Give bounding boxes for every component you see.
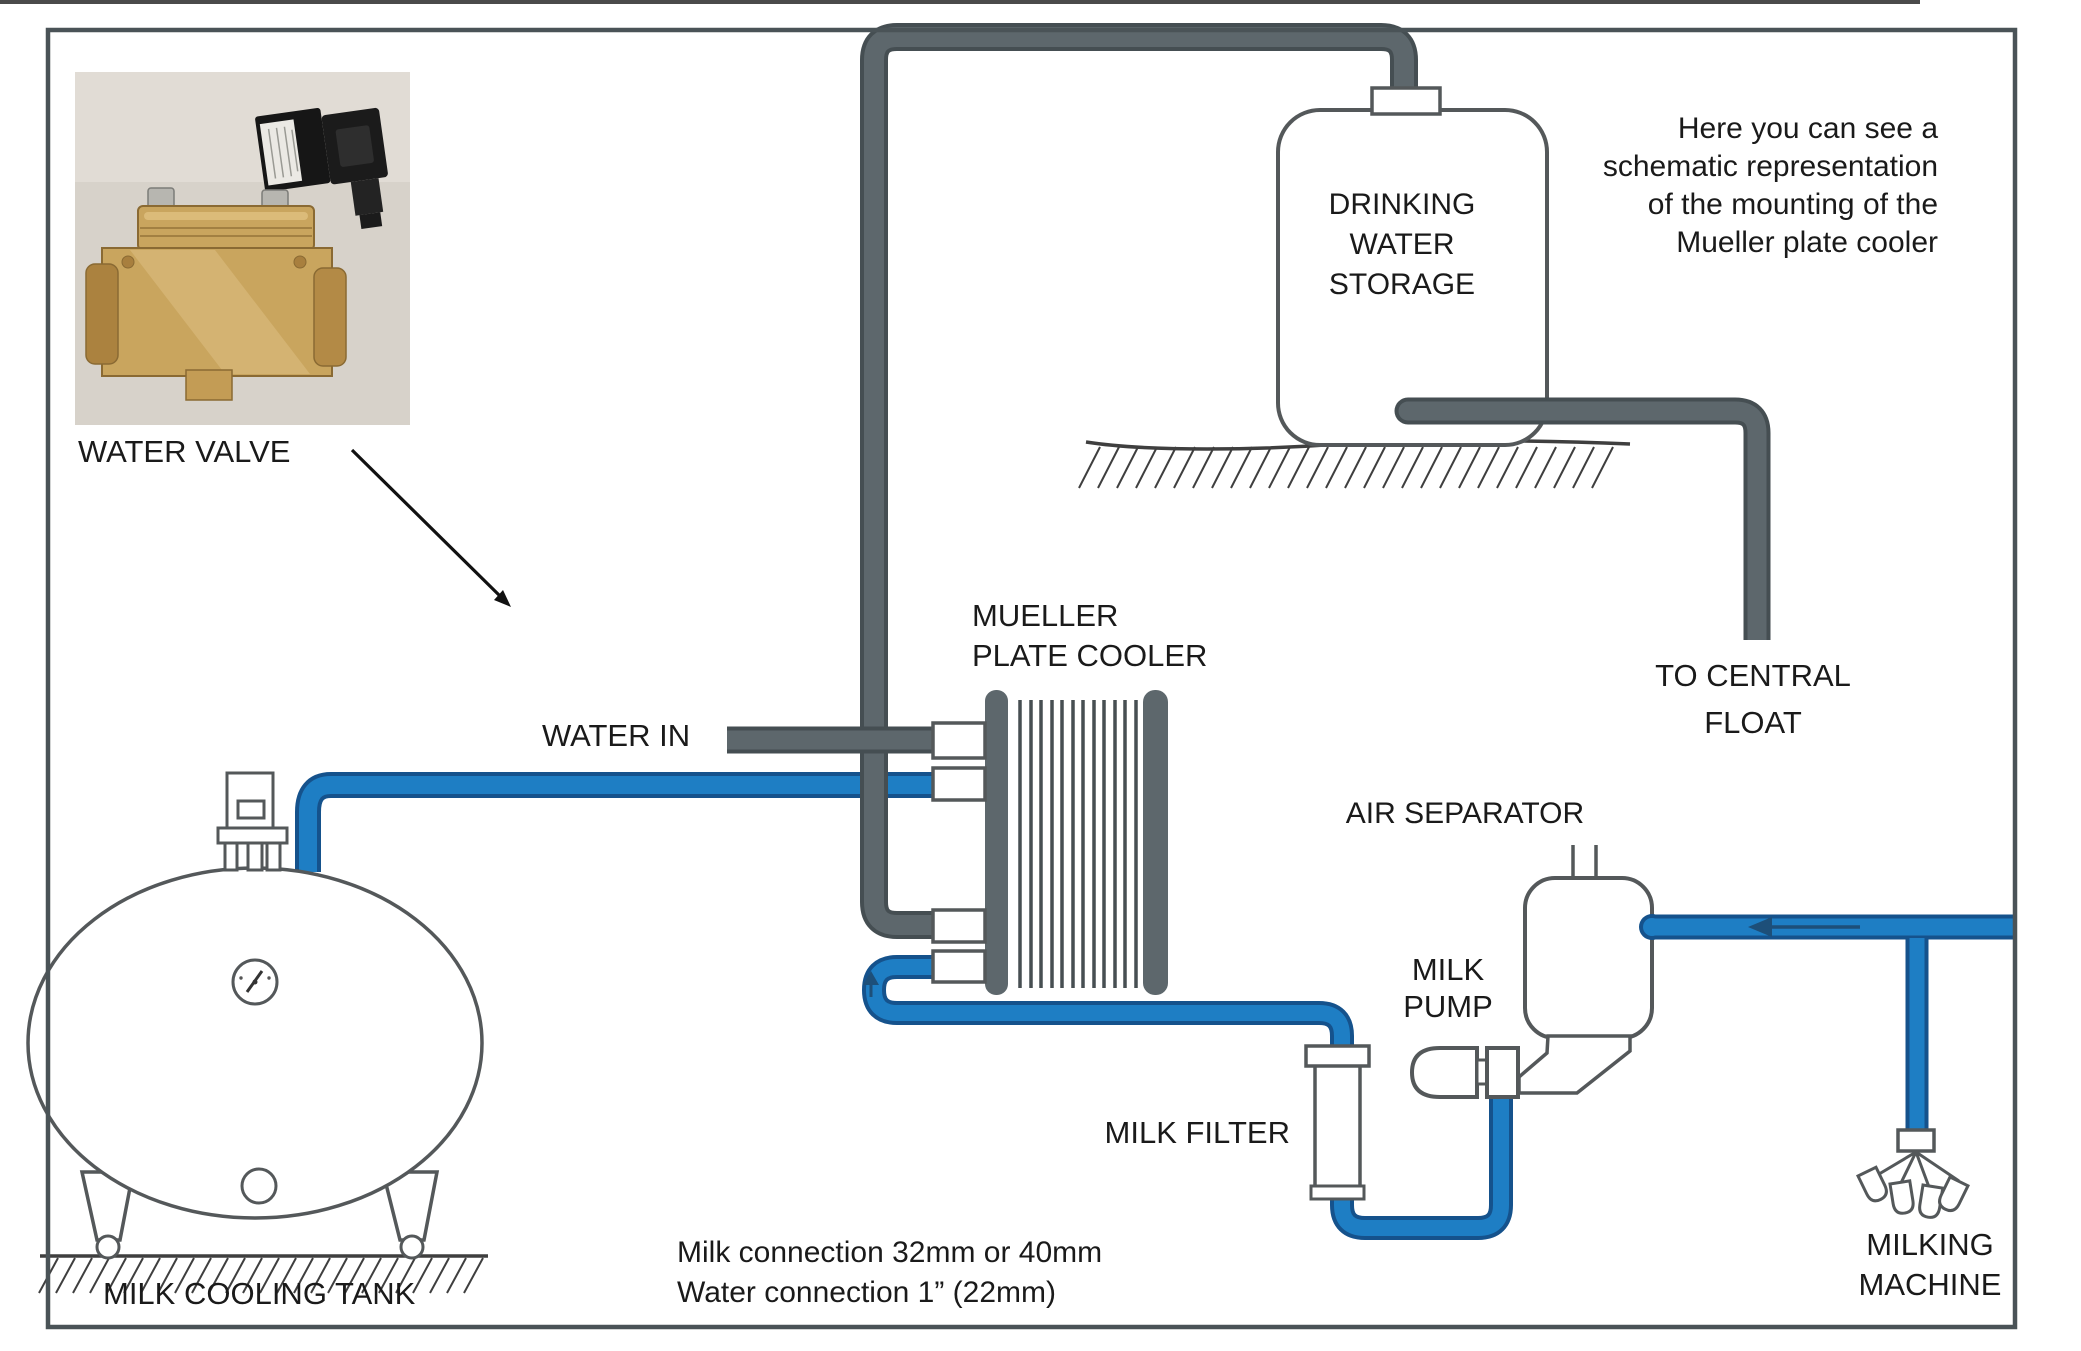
separator-elbow <box>1517 1034 1632 1095</box>
cooler-line: PLATE COOLER <box>972 638 1208 673</box>
water-pipe-to-float <box>1394 397 1771 640</box>
air-separator-label: AIR SEPARATOR <box>1345 797 1585 830</box>
tank-gauge <box>231 958 279 1006</box>
water-valve-label: WATER VALVE <box>78 434 291 469</box>
tank-line: WATER <box>1349 228 1455 261</box>
note-line: Milk connection 32mm or 40mm <box>677 1236 1103 1269</box>
plate-cooler <box>931 690 1168 995</box>
cooler-plates <box>1018 700 1138 988</box>
float-line: FLOAT <box>1704 705 1802 740</box>
milk-cooling-tank-label: MILK COOLING TANK <box>103 1276 416 1311</box>
cooler-line: MUELLER <box>972 598 1119 633</box>
intro-line: schematic representation <box>1602 150 1938 183</box>
tank-line: DRINKING <box>1328 188 1476 221</box>
note-line: Water connection 1” (22mm) <box>677 1276 1057 1309</box>
milk-pipe-pump-filter <box>1330 1090 1513 1240</box>
milking-machine <box>1855 938 1970 1219</box>
pointer-arrow <box>350 448 511 607</box>
intro-text: Here you can see a schematic representat… <box>1603 110 1938 262</box>
claw <box>1896 1128 1936 1153</box>
water-valve-photo <box>75 72 410 425</box>
ground-drinking-tank <box>1078 438 1631 489</box>
tank-line: STORAGE <box>1328 268 1476 301</box>
milk-pipe-tank-line <box>295 772 940 872</box>
plate-cooler-label: MUELLER PLATE COOLER <box>972 596 1207 676</box>
cooler-ports <box>931 721 987 984</box>
milk-filter-label: MILK FILTER <box>1104 1115 1290 1150</box>
diagram-frame <box>45 27 2018 1330</box>
water-in-label: WATER IN <box>542 718 691 753</box>
milk-cooling-tank <box>26 771 940 1260</box>
milk-pump <box>1409 1046 1520 1099</box>
milk-flow-arrow <box>1748 917 1860 937</box>
pump-line: MILK <box>1411 952 1485 987</box>
intro-line: of the mounting of the <box>1647 188 1938 221</box>
connection-notes: Milk connection 32mm or 40mm Water conne… <box>677 1233 1102 1313</box>
intro-line: Here you can see a <box>1677 112 1938 145</box>
milking-line: MACHINE <box>1858 1267 2002 1302</box>
brass-valve-body <box>85 187 347 401</box>
water-pipe-main <box>860 23 1418 939</box>
milk-flow-arrow-up <box>863 971 879 997</box>
to-central-float-label: TO CENTRAL FLOAT <box>1628 652 1878 746</box>
drinking-tank-label: DRINKING WATER STORAGE <box>1267 185 1537 305</box>
scan-artifact-line <box>0 0 1920 4</box>
intro-line: Mueller plate cooler <box>1676 226 1938 259</box>
solenoid-coil <box>255 107 388 230</box>
milk-pump-label: MILK PUMP <box>1373 951 1523 1025</box>
air-separator <box>1523 845 1654 1040</box>
milk-filter <box>1304 1044 1371 1201</box>
milking-machine-label: MILKING MACHINE <box>1820 1225 2040 1305</box>
tank-agitator <box>216 771 289 872</box>
float-line: TO CENTRAL <box>1655 658 1851 693</box>
tank-inlet-collar <box>1370 86 1442 116</box>
milk-pipe-filter-cooler <box>861 955 1354 1062</box>
pump-line: PUMP <box>1403 989 1493 1024</box>
milking-line: MILKING <box>1866 1227 1994 1262</box>
